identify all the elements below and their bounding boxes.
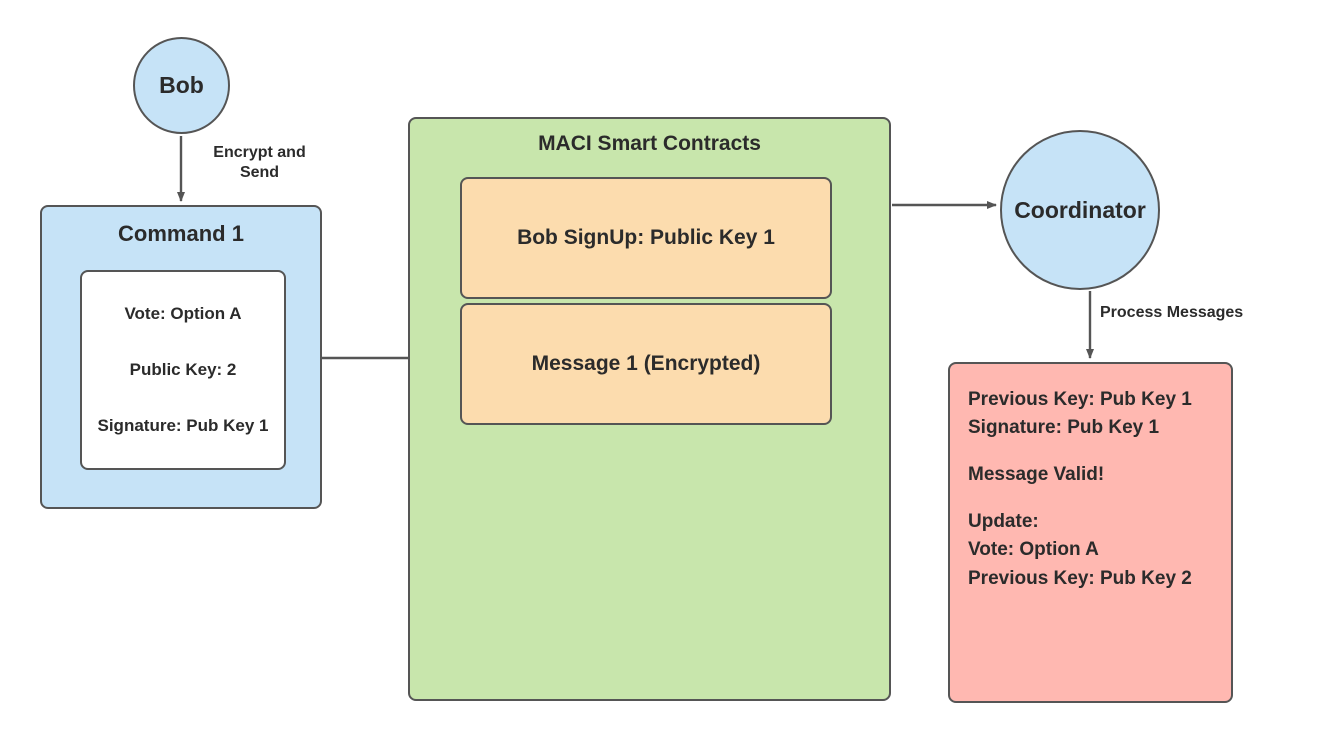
maci-smart-contracts-node[interactable]: MACI Smart Contracts Bob SignUp: Public … bbox=[408, 117, 891, 701]
result-validity-line: Message Valid! bbox=[968, 464, 1105, 486]
message-1-node[interactable]: Message 1 (Encrypted) bbox=[460, 303, 832, 425]
bob-label: Bob bbox=[159, 72, 204, 99]
result-spacer-2 bbox=[968, 489, 1213, 508]
message-1-label: Message 1 (Encrypted) bbox=[531, 352, 761, 376]
command-signature-line: Signature: Pub Key 1 bbox=[97, 415, 269, 435]
message-processing-result-node[interactable]: Previous Key: Pub Key 1 Signature: Pub K… bbox=[948, 362, 1233, 703]
result-update-heading: Update: bbox=[968, 511, 1039, 533]
result-previous-key-line: Previous Key: Pub Key 1 bbox=[968, 389, 1192, 410]
result-spacer-1 bbox=[968, 442, 1213, 461]
edge-label-process-messages: Process Messages bbox=[1100, 304, 1244, 321]
bob-signup-node[interactable]: Bob SignUp: Public Key 1 bbox=[460, 177, 832, 299]
coordinator-label: Coordinator bbox=[1014, 196, 1146, 223]
maci-smart-contracts-title: MACI Smart Contracts bbox=[538, 132, 761, 155]
command-1-node[interactable]: Command 1 Vote: Option A Public Key: 2 S… bbox=[40, 205, 322, 509]
result-signature-line: Signature: Pub Key 1 bbox=[968, 417, 1160, 439]
result-update-previous-key-line: Previous Key: Pub Key 2 bbox=[968, 567, 1192, 589]
bob-signup-label: Bob SignUp: Public Key 1 bbox=[517, 226, 775, 250]
command-vote-line: Vote: Option A bbox=[124, 303, 242, 323]
command-1-title: Command 1 bbox=[118, 221, 244, 246]
result-update-vote-line: Vote: Option A bbox=[968, 539, 1099, 561]
command-public-key-line: Public Key: 2 bbox=[129, 359, 237, 379]
edge-label-encrypt-and-send: Encrypt and Send bbox=[213, 144, 306, 182]
coordinator-actor-node[interactable]: Coordinator bbox=[1000, 130, 1160, 290]
command-1-details-box: Vote: Option A Public Key: 2 Signature: … bbox=[80, 270, 286, 470]
bob-actor-node[interactable]: Bob bbox=[133, 37, 230, 134]
